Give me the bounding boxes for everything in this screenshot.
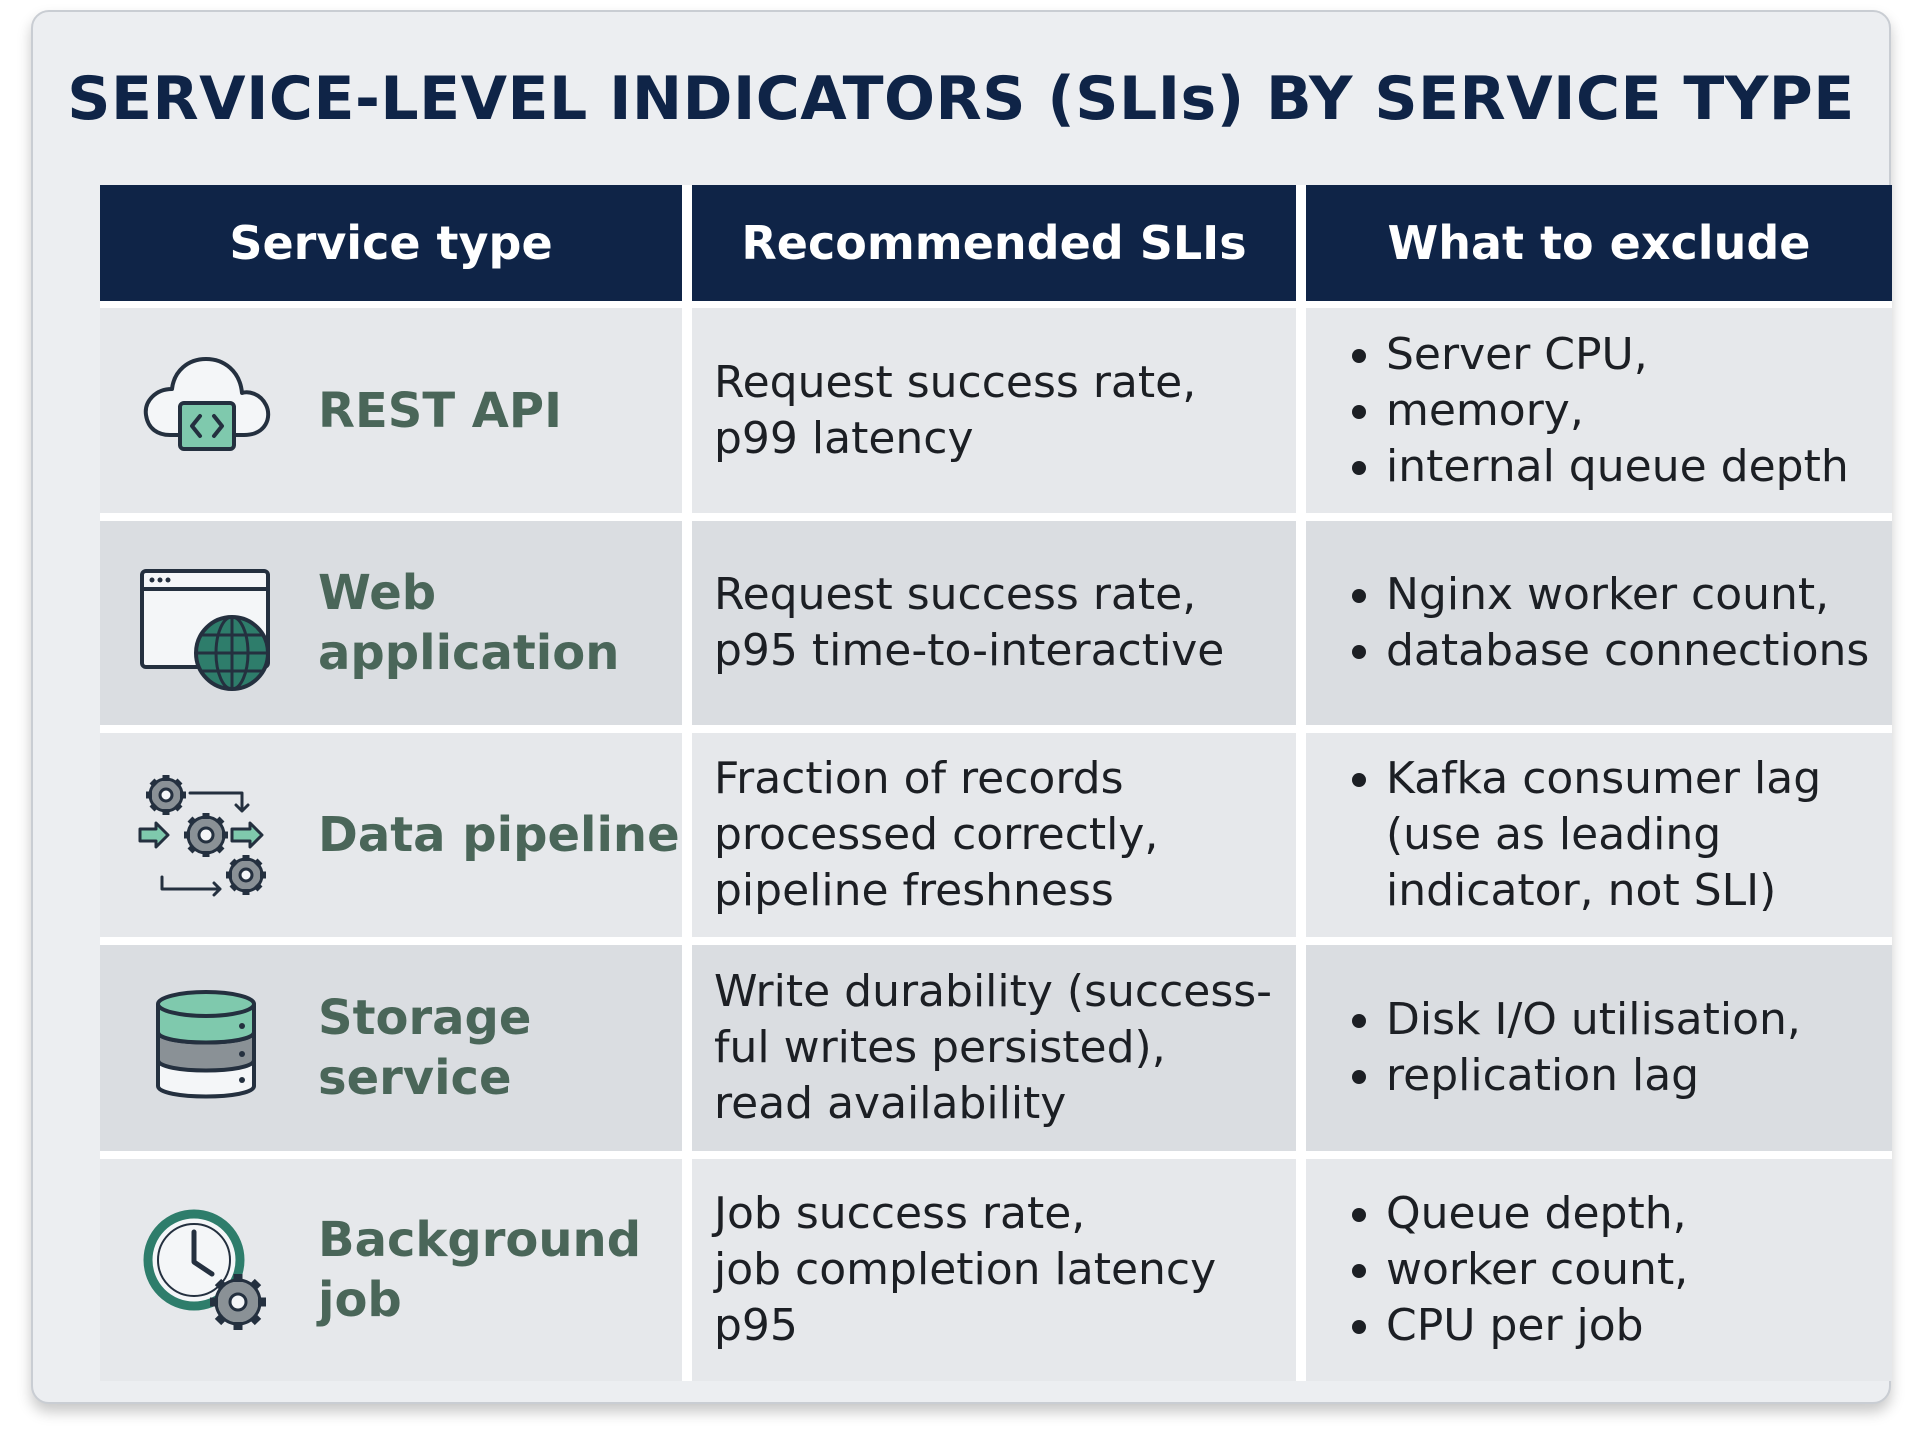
exclude-list: Disk I/O utilisation, replication lag [1350,992,1801,1104]
service-type-cell: REST API [100,308,682,513]
exclude-item: Disk I/O utilisation, [1350,992,1801,1048]
exclude-item: database connections [1350,623,1869,679]
exclude-cell: Disk I/O utilisation, replication lag [1306,945,1892,1151]
column-header-service-type: Service type [100,185,682,301]
exclude-cell: Server CPU, memory, internal queue depth [1306,308,1892,513]
service-type-cell: Background job [100,1159,682,1381]
service-type-label: Background job [318,1212,642,1328]
recommended-slis-cell: Write durability (success- ful writes pe… [692,945,1296,1151]
column-header-what-to-exclude: What to exclude [1306,185,1892,301]
sli-table: Service type Recommended SLIs What to ex… [100,185,1892,1381]
table-row: REST API Request success rate, p99 laten… [100,308,1892,513]
service-type-label: REST API [318,382,562,439]
service-type-cell: Web application [100,521,682,725]
exclude-item: replication lag [1350,1048,1801,1104]
sli-card: SERVICE-LEVEL INDICATORS (SLIs) BY SERVI… [31,10,1892,1404]
exclude-list: Nginx worker count, database connections [1350,567,1869,679]
cloud-code-icon [132,337,280,485]
gears-flow-icon [132,761,280,909]
service-type-cell: Storage service [100,945,682,1151]
column-header-recommended-slis: Recommended SLIs [692,185,1296,301]
table-row: Web application Request success rate, p9… [100,521,1892,725]
exclude-item: Queue depth, [1350,1186,1688,1242]
browser-globe-icon [132,549,280,697]
exclude-item: Server CPU, [1350,327,1849,383]
service-type-cell: Data pipeline [100,733,682,937]
exclude-cell: Nginx worker count, database connections [1306,521,1892,725]
table-row: Data pipeline Fraction of records proces… [100,733,1892,937]
service-type-label: Storage service [318,990,532,1106]
exclude-item: Nginx worker count, [1350,567,1869,623]
exclude-list: Queue depth, worker count, CPU per job [1350,1186,1688,1354]
table-header: Service type Recommended SLIs What to ex… [100,185,1892,301]
clock-gear-icon [132,1196,280,1344]
service-type-label: Web application [318,565,620,681]
exclude-cell: Kafka consumer lag (use as leading indic… [1306,733,1892,937]
recommended-slis-cell: Job success rate, job completion latency… [692,1159,1296,1381]
recommended-slis-cell: Request success rate, p95 time-to-intera… [692,521,1296,725]
database-icon [132,974,280,1122]
exclude-list: Server CPU, memory, internal queue depth [1350,327,1849,495]
exclude-cell: Queue depth, worker count, CPU per job [1306,1159,1892,1381]
exclude-item: Kafka consumer lag (use as leading indic… [1350,751,1821,919]
page-title: SERVICE-LEVEL INDICATORS (SLIs) BY SERVI… [67,64,1855,134]
exclude-item: worker count, [1350,1242,1688,1298]
exclude-list: Kafka consumer lag (use as leading indic… [1350,751,1821,919]
exclude-item: memory, [1350,383,1849,439]
recommended-slis-cell: Request success rate, p99 latency [692,308,1296,513]
table-row: Storage service Write durability (succes… [100,945,1892,1151]
table-row: Background job Job success rate, job com… [100,1159,1892,1381]
service-type-label: Data pipeline [318,807,680,863]
recommended-slis-cell: Fraction of records processed correctly,… [692,733,1296,937]
exclude-item: internal queue depth [1350,439,1849,495]
exclude-item: CPU per job [1350,1298,1688,1354]
